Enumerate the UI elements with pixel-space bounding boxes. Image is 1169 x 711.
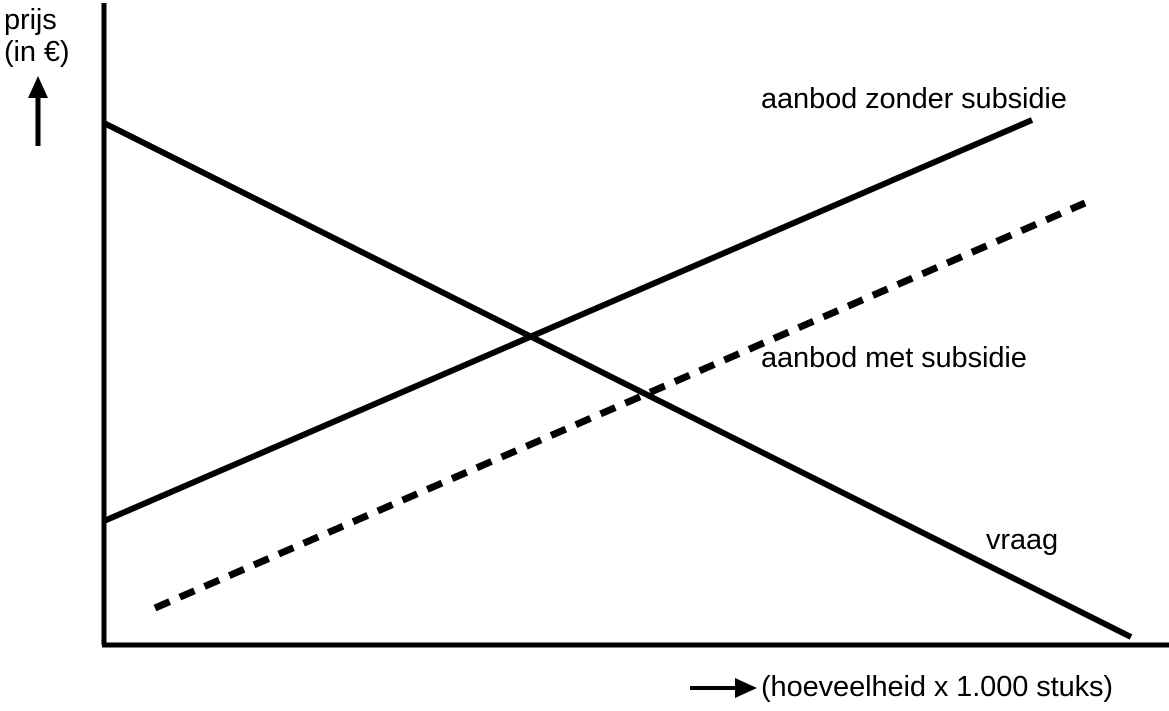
- y-axis-title: prijs (in €): [4, 4, 70, 69]
- series-line-vraag: [102, 120, 1133, 640]
- series-line-aanbod-zonder-subsidie: [102, 117, 1034, 524]
- x-axis-arrow-icon: [690, 678, 757, 698]
- y-axis-title-line-2: (in €): [4, 35, 70, 68]
- y-axis-title-line-1: prijs: [4, 4, 57, 36]
- x-axis-title: (hoeveelheid x 1.000 stuks): [761, 671, 1113, 703]
- series-label-vraag: vraag: [986, 524, 1059, 556]
- series-label-aanbod-zonder-subsidie: aanbod zonder subsidie: [761, 83, 1067, 115]
- series-line-aanbod-met-subsidie: [153, 199, 1087, 612]
- y-axis-arrow-icon: [28, 76, 48, 146]
- series-label-aanbod-met-subsidie: aanbod met subsidie: [761, 342, 1027, 374]
